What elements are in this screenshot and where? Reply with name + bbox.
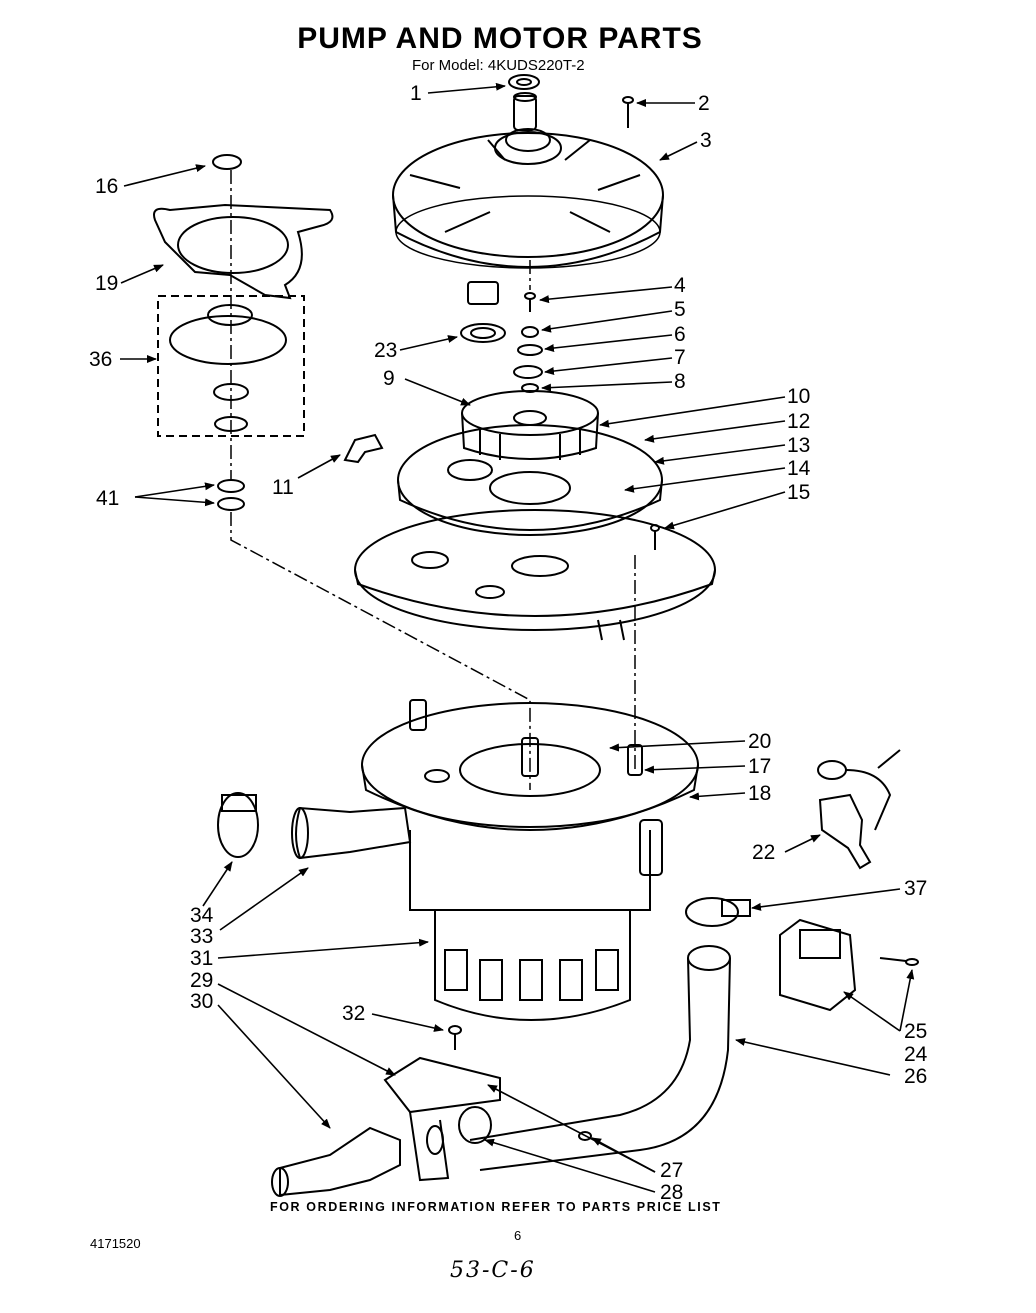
page-title: PUMP AND MOTOR PARTS [297, 22, 703, 55]
part-bracket-fitting [271, 1056, 592, 1197]
part-gasket-19 [153, 203, 334, 300]
callout-8: 8 [674, 370, 686, 393]
callout-36: 36 [89, 348, 112, 371]
callout-13: 13 [787, 434, 810, 457]
part-washer [460, 323, 506, 343]
part-impeller [461, 390, 599, 460]
callout-31: 31 [190, 947, 213, 970]
part-seal-ring [508, 74, 540, 90]
callout-19: 19 [95, 272, 118, 295]
part-motor [409, 819, 663, 1021]
document-number: 4171520 [90, 1236, 141, 1251]
part-screw-15 [650, 524, 660, 550]
part-drain-hose [469, 945, 731, 1171]
callout-26: 26 [904, 1065, 927, 1088]
callout-29: 29 [190, 969, 213, 992]
callout-37: 37 [904, 877, 927, 900]
part-hose-clamp-34 [217, 792, 259, 858]
part-oring-16 [212, 154, 242, 170]
callout-9: 9 [383, 367, 395, 390]
callout-32: 32 [342, 1002, 365, 1025]
callout-3: 3 [700, 129, 712, 152]
callout-11: 11 [272, 476, 294, 499]
callout-25: 25 [904, 1020, 927, 1043]
callout-6: 6 [674, 323, 686, 346]
callout-5: 5 [674, 298, 686, 321]
part-orings-41 [217, 479, 245, 511]
callout-27: 27 [660, 1159, 683, 1182]
callout-10: 10 [787, 385, 810, 408]
model-number: For Model: 4KUDS220T-2 [412, 57, 585, 74]
part-inlet-hose [291, 806, 412, 860]
callout-23: 23 [374, 339, 397, 362]
leader-lines [120, 82, 915, 1193]
callout-24: 24 [904, 1043, 928, 1066]
ordering-note: FOR ORDERING INFORMATION REFER TO PARTS … [270, 1200, 722, 1214]
callout-4: 4 [674, 274, 686, 297]
callout-20: 20 [748, 730, 771, 753]
callout-2: 2 [698, 92, 710, 115]
callout-41: 41 [96, 487, 119, 510]
part-pump-base [361, 699, 699, 831]
callout-1: 1 [410, 82, 422, 105]
handwritten-note: 53-C-6 [450, 1258, 536, 1283]
part-screw-top [622, 96, 634, 128]
callout-labels: 1 2 3 4 5 6 7 8 9 10 11 12 13 14 15 16 1… [89, 82, 928, 1204]
part-hardware-stack [513, 292, 543, 393]
part-pump-housing [397, 424, 663, 536]
callout-16: 16 [95, 175, 118, 198]
part-clip [343, 433, 384, 464]
callout-17: 17 [748, 755, 771, 778]
part-motor-housing [392, 92, 664, 305]
callout-15: 15 [787, 481, 810, 504]
callout-22: 22 [752, 841, 775, 864]
part-switch-assembly [779, 918, 919, 1012]
part-screw-32 [448, 1025, 462, 1050]
callout-14: 14 [787, 457, 811, 480]
callout-33: 33 [190, 925, 213, 948]
callout-30: 30 [190, 990, 213, 1013]
part-lower-plate [354, 509, 716, 641]
callout-7: 7 [674, 346, 686, 369]
callout-34: 34 [190, 904, 214, 927]
page-number: 6 [514, 1228, 522, 1243]
callout-12: 12 [787, 410, 810, 433]
callout-28: 28 [660, 1181, 683, 1204]
part-sensor-bracket [817, 749, 901, 870]
part-hose-clamp-37 [685, 897, 751, 927]
callout-18: 18 [748, 782, 771, 805]
